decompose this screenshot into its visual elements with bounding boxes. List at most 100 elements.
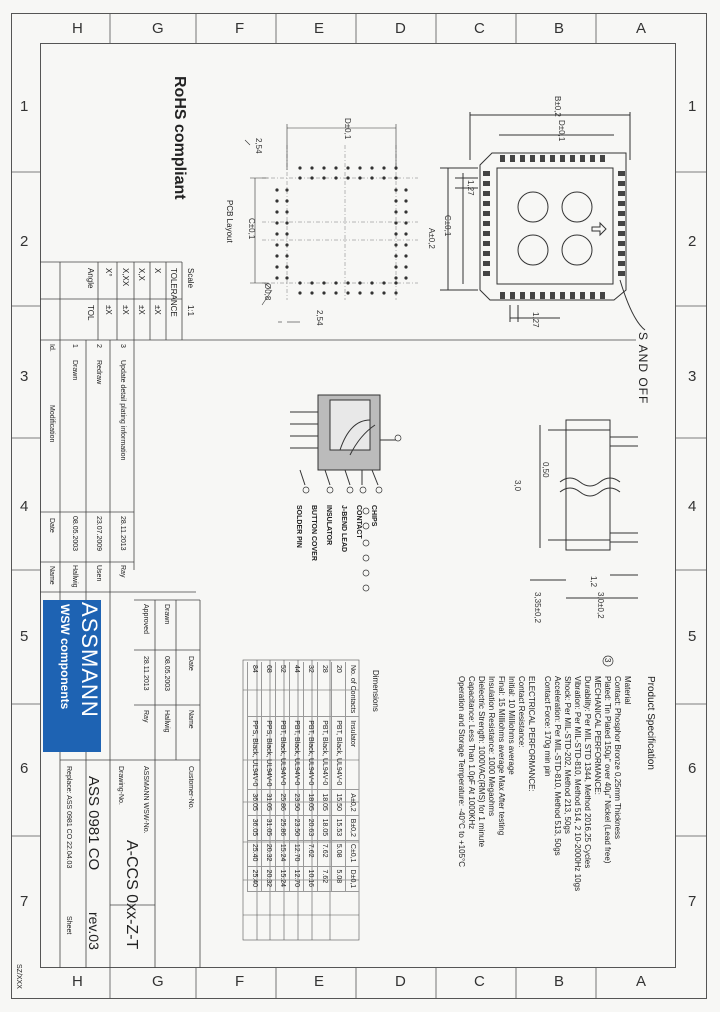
plcc-lead <box>570 155 575 162</box>
plcc-lead <box>560 155 565 162</box>
dim-254-top: 2,54 <box>254 138 263 154</box>
pcb-pad <box>404 265 408 269</box>
dim-cell: 12.70 <box>289 840 304 867</box>
pcb-pad <box>404 188 408 192</box>
logo-components: WSW components <box>58 604 72 710</box>
zone-bot-a: A <box>636 973 647 990</box>
rev3-date: 28.11.2013 <box>119 516 126 551</box>
pcb-pad <box>322 166 326 170</box>
pcb-pad <box>358 176 362 180</box>
part-number: A-CCS 0xx-Z-T <box>123 840 140 950</box>
dim-cell: 18.05 <box>317 789 332 816</box>
dim-cell: PPS, Black, UL94V-0 <box>247 716 262 790</box>
legend-item-1: CHIPS <box>370 505 377 527</box>
zone-right-3: 3 <box>688 368 697 385</box>
tol-r3a: X,XX <box>121 268 130 287</box>
rev1-mod: Drawn <box>71 360 78 381</box>
tol-r4a: X° <box>104 268 113 277</box>
dim-cell: 18.05 <box>317 815 332 841</box>
logo-backdrop <box>43 600 101 752</box>
dim-cell: 20.32 <box>261 840 276 867</box>
pcb-pad <box>394 276 398 280</box>
zone-top-b: B <box>554 20 565 37</box>
dim-ground: Ø0,8 <box>263 283 272 301</box>
zone-bot-c: C <box>474 973 485 990</box>
legend-item-6: SOLDER PIN <box>295 505 302 548</box>
dim-cell: 7.62 <box>303 840 318 867</box>
dim-cell: 28 <box>317 662 332 717</box>
approved-date: 28.11.2013 <box>142 656 149 691</box>
pcb-pad <box>285 199 289 203</box>
dim-cell: 7.62 <box>317 840 332 867</box>
pcb-pad <box>346 291 350 295</box>
dim-cell: 15.53 <box>331 815 346 841</box>
drawing-no-label: Drawing-No. <box>117 766 124 805</box>
pcb-pad <box>334 291 338 295</box>
dim-cell: 15.50 <box>331 789 346 816</box>
rev3-id: 3 <box>119 344 126 348</box>
rev3-name: Ray <box>119 565 126 578</box>
pcb-pad <box>404 276 408 280</box>
tol-r1b: ±X <box>153 305 162 315</box>
plcc-lead <box>618 201 625 206</box>
plcc-lead <box>550 292 555 299</box>
pcb-pad <box>370 291 374 295</box>
plcc-lead <box>510 155 515 162</box>
plcc-lead <box>618 181 625 186</box>
dim-cell: 5.08 <box>331 840 346 867</box>
approval-name-label: Name <box>187 710 194 729</box>
pcb-pad <box>394 265 398 269</box>
plcc-lead <box>618 171 625 176</box>
plcc-lead <box>483 171 490 176</box>
pcb-pad <box>310 291 314 295</box>
zone-bot-g: G <box>152 973 164 990</box>
pcb-pad <box>285 243 289 247</box>
dim-cell: 52 <box>275 662 290 717</box>
pcb-pad <box>334 176 338 180</box>
pcb-pad <box>275 254 279 258</box>
dim-b: B±0,2 <box>553 96 562 117</box>
plcc-lead <box>520 292 525 299</box>
pcb-pad <box>394 243 398 247</box>
dim-cell: 15.24 <box>275 840 290 867</box>
plcc-lead <box>510 292 515 299</box>
dim-cell: 31.05 <box>261 815 276 841</box>
dim-12: 1,2 <box>589 576 598 588</box>
rev2-mod: Redraw <box>95 360 102 385</box>
pcb-pad <box>404 199 408 203</box>
dim-cell: 12.70 <box>289 866 304 892</box>
pcb-pad <box>334 281 338 285</box>
plcc-lead <box>618 251 625 256</box>
dim-127-left: 1,27 <box>466 180 475 196</box>
plcc-lead <box>600 292 605 299</box>
tol-r3b: ±X <box>121 305 130 315</box>
pcb-pad <box>298 166 302 170</box>
tolerance-label: TOLERANCE <box>169 268 178 317</box>
dim-c: C±0,1 <box>443 215 452 237</box>
pcb-pad <box>275 276 279 280</box>
legend-item-5: BUTTON COVER <box>310 505 317 561</box>
dim-cell: 15.24 <box>275 866 290 892</box>
approval-date-label: Date <box>187 656 194 671</box>
drawn-date: 08.05.2003 <box>163 656 170 692</box>
dim-cell: B±0,2 <box>345 815 359 841</box>
pcb-pad <box>298 176 302 180</box>
dim-cell: C±0,1 <box>345 840 359 867</box>
plcc-lead <box>590 292 595 299</box>
dim-cell: 32 <box>303 662 318 717</box>
dim-cell: PBT, Black, UL94V-0 <box>317 716 332 790</box>
dim-cell: 23.50 <box>289 789 304 816</box>
plcc-lead <box>560 292 565 299</box>
pcb-pad <box>298 281 302 285</box>
pcb-pad <box>358 281 362 285</box>
scale-value: 1:1 <box>186 305 195 317</box>
pcb-pad <box>322 281 326 285</box>
pcb-pad <box>334 166 338 170</box>
